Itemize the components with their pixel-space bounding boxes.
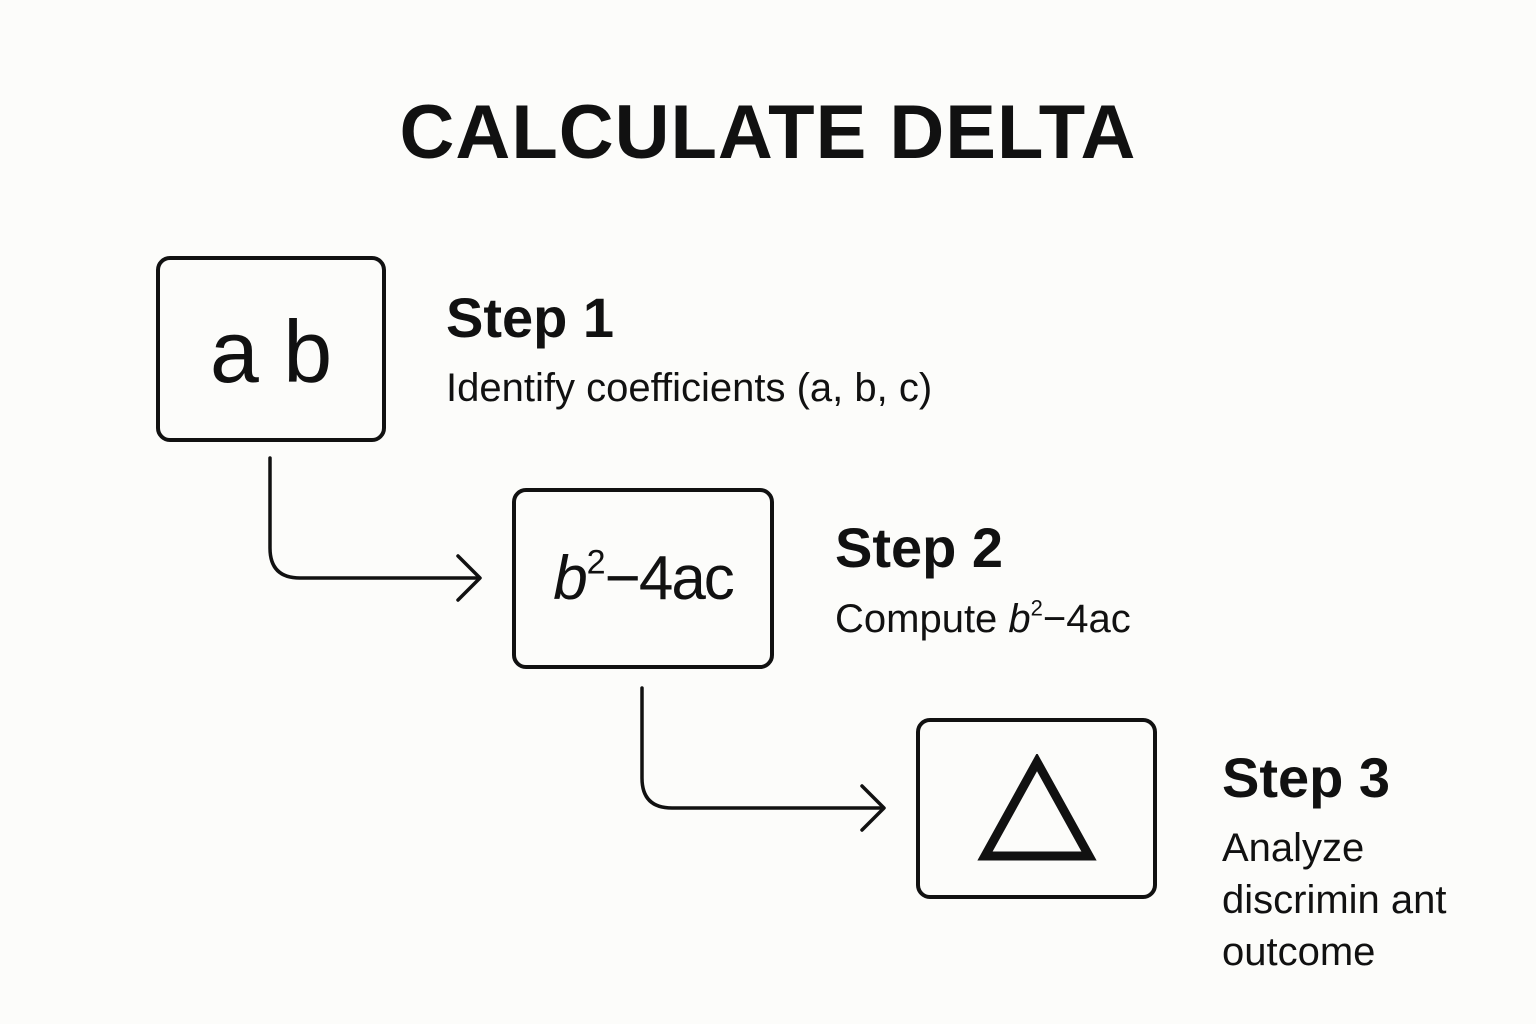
step-2-description-prefix: Compute (835, 597, 1009, 641)
step-3-title: Step 3 (1222, 746, 1391, 809)
connector-arrow-2-3 (640, 686, 884, 810)
coefficients-label: a b (209, 302, 333, 401)
diagram-title: CALCULATE DELTA (399, 90, 1137, 175)
discriminant-formula: b2−4ac (553, 545, 735, 610)
step-2-description-var: b (1008, 597, 1031, 641)
step-2-description-rest: −4ac (1042, 597, 1131, 641)
arrowhead-1-2 (456, 554, 482, 602)
step-1-description: Identify coefficients (a, b, c) (446, 366, 933, 410)
step-3-description: Analyze discrimin ant outcome (1222, 822, 1522, 978)
step-2-description-exponent: 2 (1030, 595, 1043, 621)
step-2-description: Compute b2−4ac (835, 593, 1131, 645)
step-3-description-line-1: Analyze (1222, 826, 1365, 870)
step-3-box (916, 718, 1157, 899)
delta-triangle-icon (976, 753, 1097, 860)
step-2-title: Step 2 (835, 516, 1004, 579)
step-3-description-line-3: outcome (1222, 930, 1376, 974)
step-3-description-line-2: discrimin ant (1222, 878, 1447, 922)
step-1-box: a b (156, 256, 386, 442)
formula-exponent: 2 (586, 542, 606, 581)
formula-rest: −4ac (604, 543, 735, 613)
step-1-title: Step 1 (446, 286, 615, 349)
formula-var: b (553, 543, 587, 613)
connector-arrow-1-2 (268, 456, 480, 580)
arrowhead-2-3 (860, 784, 886, 832)
step-2-box: b2−4ac (512, 488, 774, 669)
